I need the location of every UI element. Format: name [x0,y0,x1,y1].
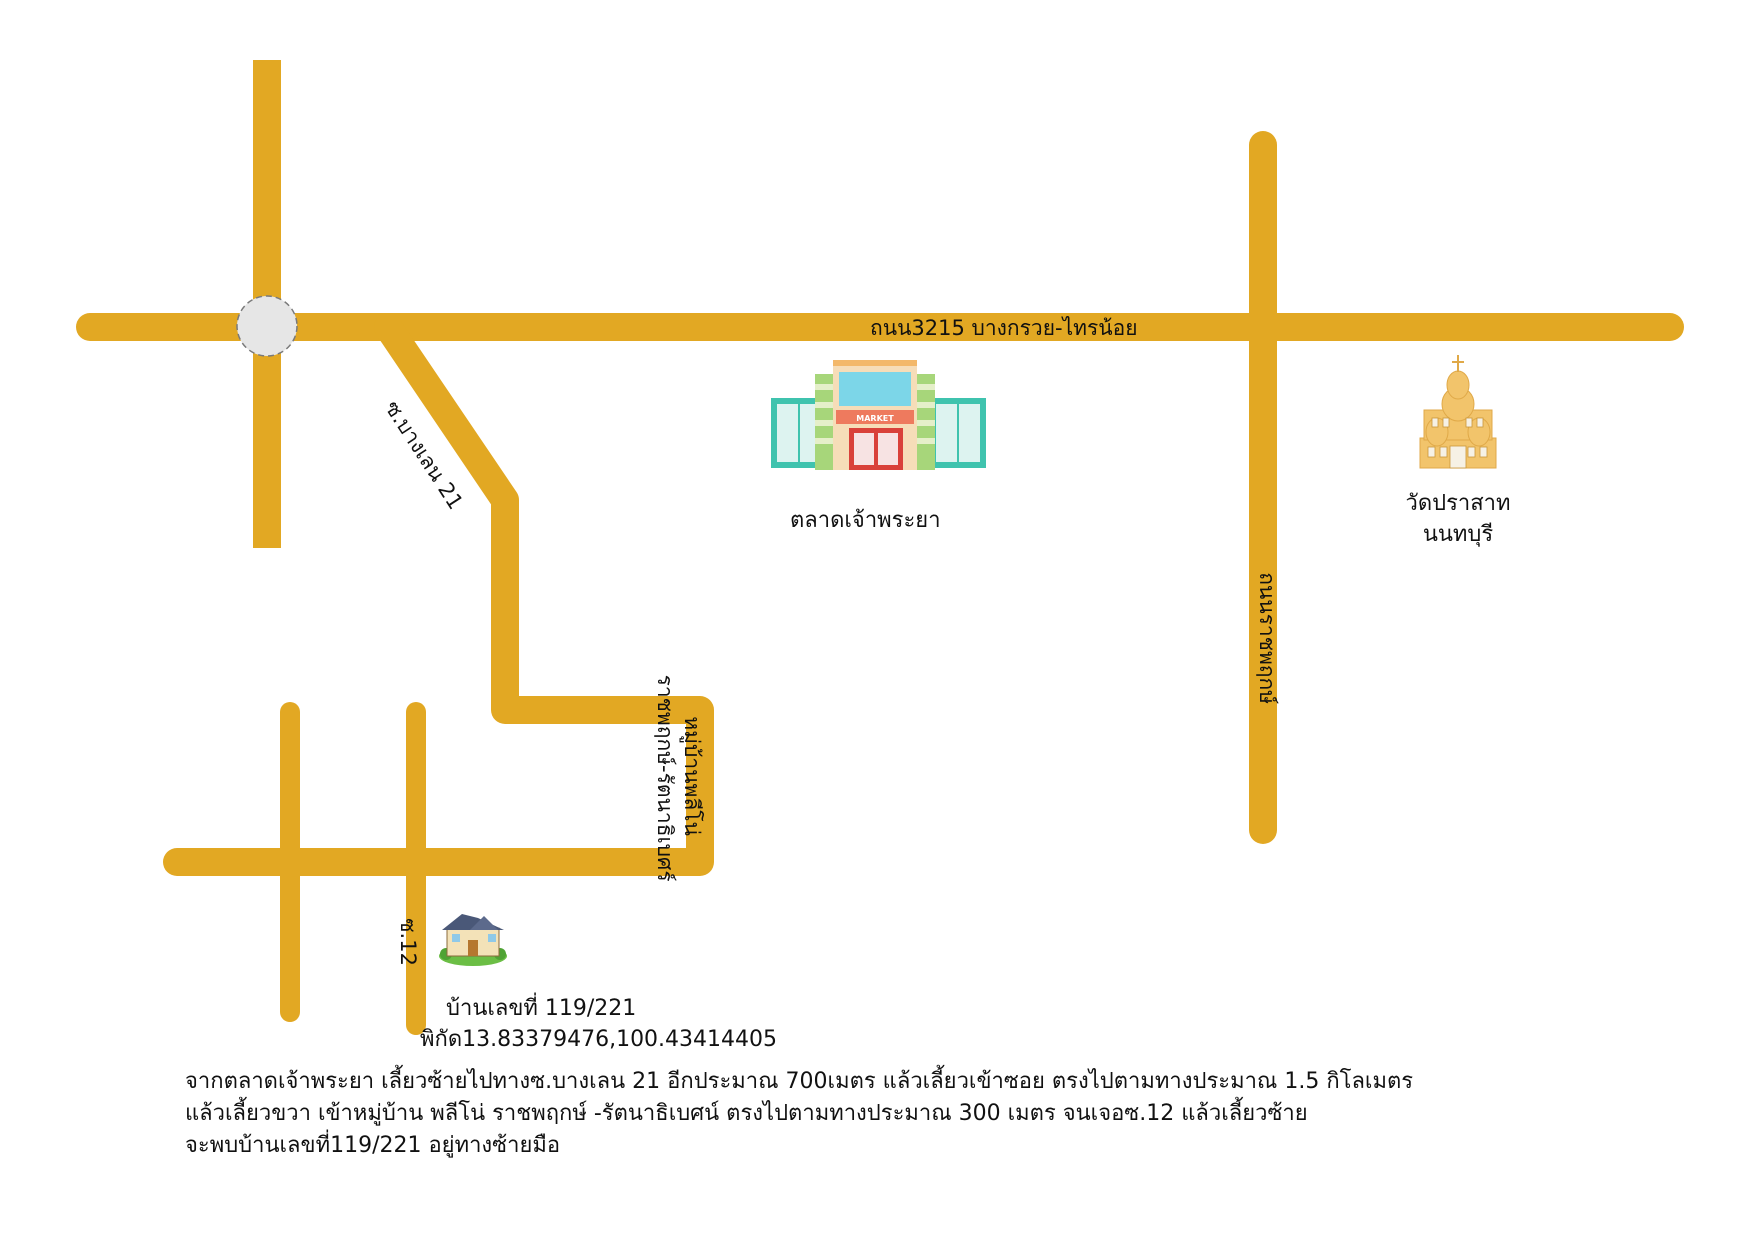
temple-name-line2: นนทบุรี [1422,522,1494,547]
market-name: ตลาดเจ้าพระยา [790,508,941,533]
house-address: บ้านเลขที่ 119/221 [446,996,637,1021]
temple-name-line1: วัดปราสาท [1405,491,1511,516]
main-road-label: ถนน3215 บางกรวย-ไทรน้อย [870,316,1138,340]
road-soi-bang-len-21 [163,313,714,876]
directions-line: จากตลาดเจ้าพระยา เลี้ยวซ้ายไปทางซ.บางเลน… [185,1069,1414,1094]
market-building-icon: MARKET [771,360,986,470]
roundabout [236,295,298,357]
directions-line: แล้วเลี้ยวขวา เข้าหมู่บ้าน พลีโน่ ราชพฤก… [185,1101,1308,1126]
directions-line: จะพบบ้านเลขที่119/221 อยู่ทางซ้ายมือ [185,1133,561,1158]
house-coordinates: พิกัด13.83379476,100.43414405 [420,1027,778,1052]
village-name-label: หมู่บ้านพลีโน่ [680,716,705,836]
directions-text: จากตลาดเจ้าพระยา เลี้ยวซ้ายไปทางซ.บางเลน… [185,1066,1413,1162]
ratchaphruek-road-label: ถนนราชพฤกษ์ [1255,572,1280,705]
soi-12-label: ซ.12 [395,918,420,966]
temple-icon [1419,355,1497,469]
village-road-label: ราชพฤกษ์-รัตนาธิเบศร์ [653,674,678,882]
market-sign: MARKET [856,414,894,423]
house-icon [439,914,507,966]
